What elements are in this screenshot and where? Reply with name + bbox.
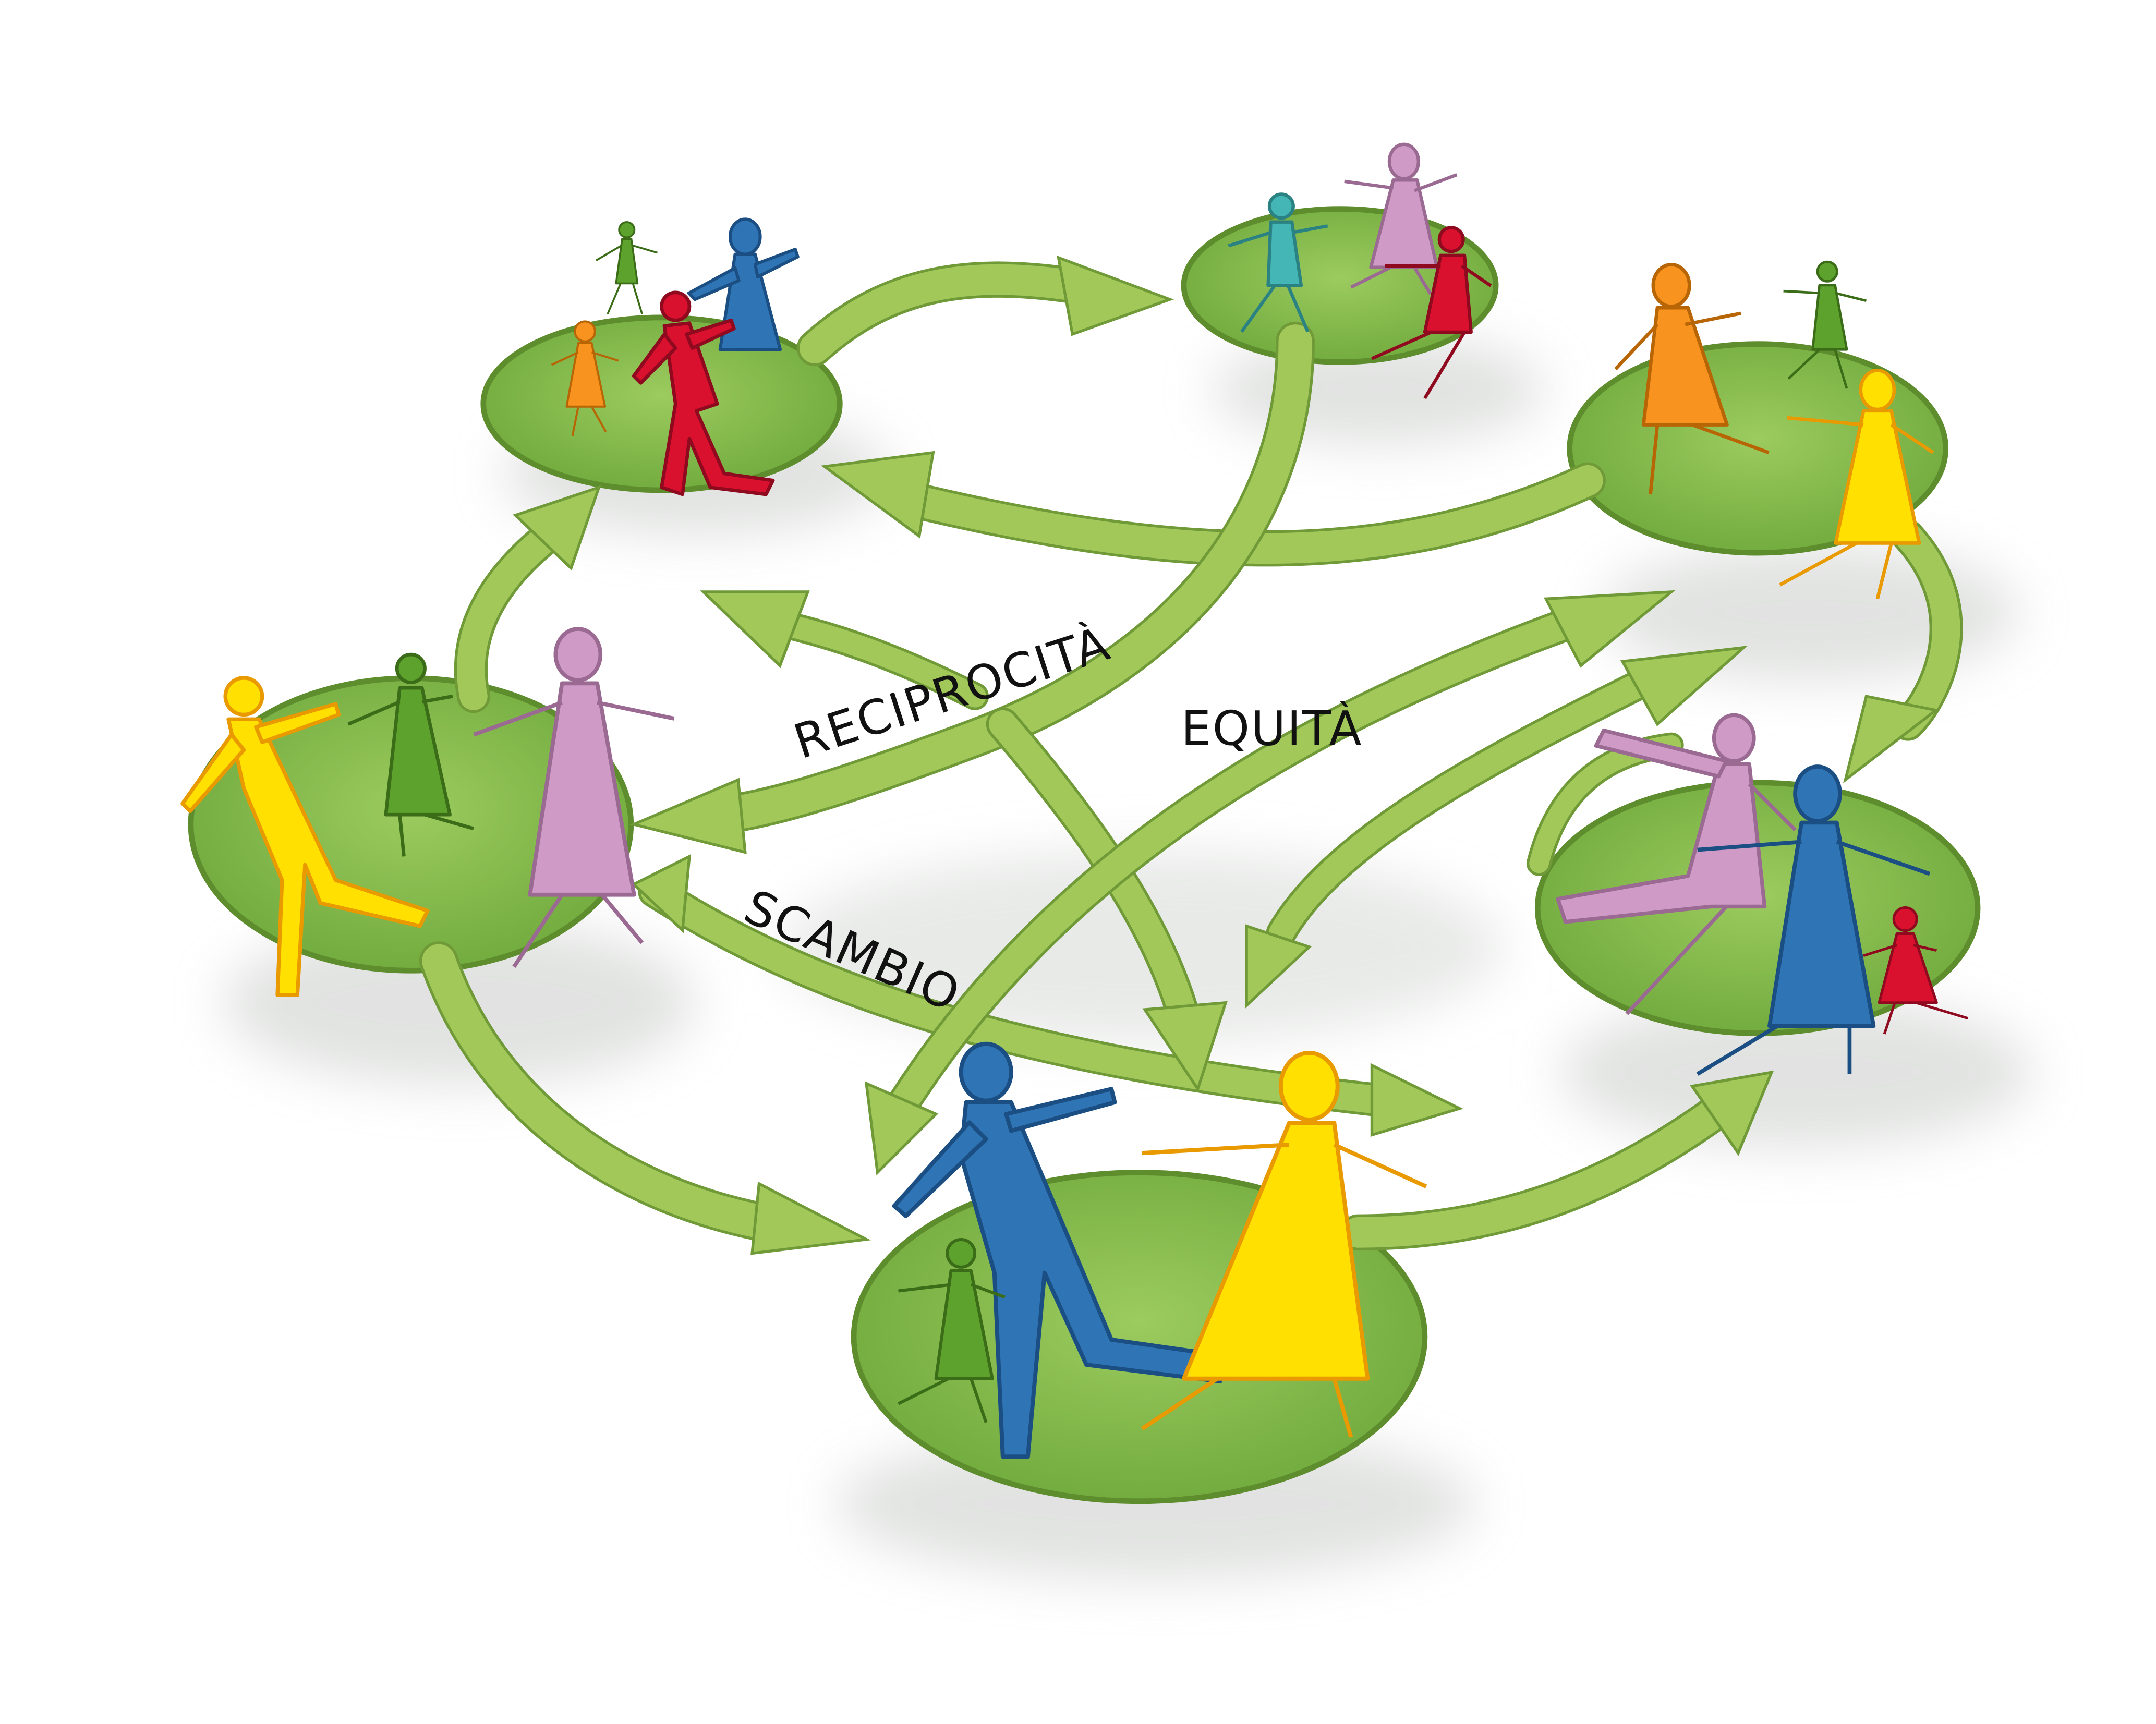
arrowhead-equita-down: [864, 1081, 939, 1176]
person-yellow-bottom: [1141, 1050, 1427, 1438]
arrow-right-to-center-fill: [1268, 670, 1656, 946]
arrowhead-scambio-right: [1370, 1063, 1463, 1137]
person-orange-topright: [1614, 263, 1770, 495]
arrowhead-bottom-left: [750, 1181, 871, 1255]
person-green-left: [347, 652, 474, 857]
arrow-topleft-to-topcenter-fill: [799, 264, 1088, 363]
shadow-right: [1559, 995, 2033, 1149]
person-blue-bottom: [892, 1041, 1231, 1459]
person-pink-right: [1556, 713, 1797, 1015]
arrow-left-to-bottom-fill: [422, 944, 797, 1243]
arrow-topcenter-to-left-fill: [707, 324, 1312, 832]
person-teal-topcenter: [1228, 192, 1328, 333]
arrowhead-right-bottom: [1690, 1070, 1774, 1156]
arrowhead-topleft: [821, 451, 935, 539]
person-orange-topleft: [551, 320, 619, 436]
arrow-to-topleft-fill: [904, 465, 1603, 564]
person-red-right: [1863, 906, 1969, 1035]
arrow-reciprocita-fill: [782, 615, 986, 708]
arrowhead-left: [629, 778, 747, 854]
arrowhead-equita-up: [1543, 590, 1676, 668]
person-green-topleft: [596, 221, 658, 314]
person-red-topcenter: [1371, 226, 1492, 399]
person-green-bottom: [898, 1237, 1006, 1423]
person-red-topleft: [632, 290, 775, 496]
person-blue-right: [1696, 764, 1931, 1076]
arrowhead-center-down: [1245, 924, 1312, 1009]
arrow-scambio-fill: [640, 877, 1393, 1114]
person-pink-topcenter: [1344, 142, 1458, 295]
island-top-left: [480, 314, 843, 493]
person-yellow-topright: [1779, 368, 1934, 600]
arrowhead-topleft-up: [513, 485, 601, 571]
arrow-equita-1-fill: [891, 612, 1574, 1114]
label-equita: EQUITÀ: [1181, 701, 1363, 757]
arrowhead-reciprocita: [700, 590, 810, 669]
arrowhead-topcenter: [1057, 255, 1174, 336]
person-pink-left: [473, 627, 675, 968]
arrow-bottom-to-right-fill: [1342, 1098, 1729, 1248]
person-blue-topleft: [687, 217, 800, 351]
arrow-left-to-topleft-fill: [457, 515, 571, 710]
person-green-topright: [1783, 260, 1867, 389]
shadow-top-right: [1602, 543, 2020, 683]
arrowhead-scambio-left: [631, 854, 692, 933]
person-yellow-left: [180, 676, 430, 997]
arrowhead-right-top: [1843, 695, 1940, 784]
arrows: [419, 255, 1963, 1255]
arrowhead-right-up: [1620, 646, 1748, 726]
people: [180, 142, 1969, 1459]
arrowhead-center-bottom: [1142, 1001, 1228, 1092]
